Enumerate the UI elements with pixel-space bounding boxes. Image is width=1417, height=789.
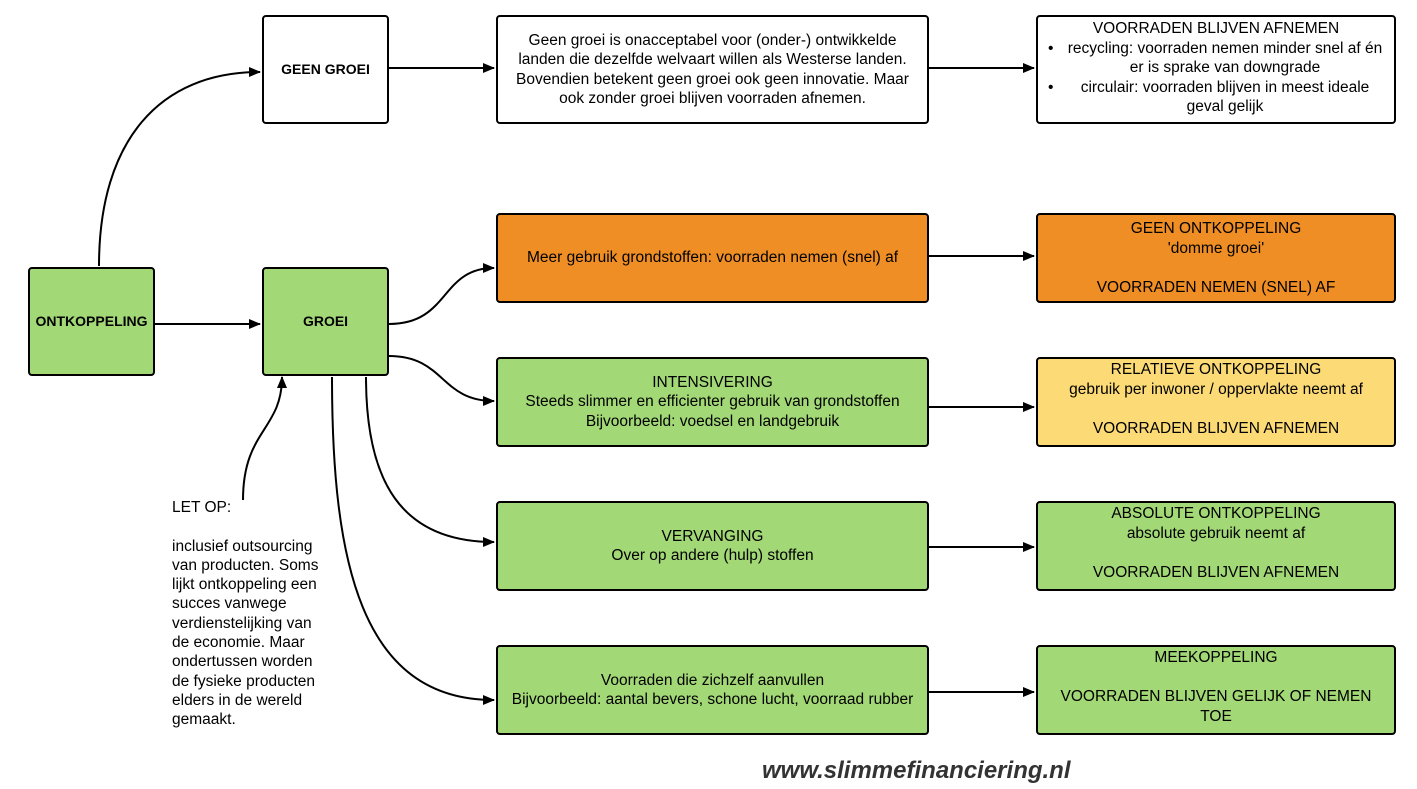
node-intensivering: INTENSIVERING Steeds slimmer en efficien… <box>496 357 929 447</box>
node-meekoppeling: MEEKOPPELING VOORRADEN BLIJVEN GELIJK OF… <box>1036 645 1396 735</box>
node-subtitle: absolute gebruik neemt af <box>1126 524 1306 542</box>
edge-groei-intensivering <box>388 355 495 406</box>
footer-website: www.slimmefinanciering.nl <box>762 757 1071 784</box>
edge-groei-meer-gebruik <box>388 263 495 325</box>
node-title: VERVANGING <box>661 527 764 545</box>
node-vervanging: VERVANGING Over op andere (hulp) stoffen <box>496 501 929 591</box>
node-subtitle: gebruik per inwoner / oppervlakte neemt … <box>1069 380 1363 398</box>
node-ontkoppeling: ONTKOPPELING <box>28 267 155 376</box>
node-text: Geen groei is onacceptabel voor (onder-)… <box>516 31 909 108</box>
bullet-list: recycling: voorraden nemen minder snel a… <box>1046 39 1386 117</box>
node-label: ONTKOPPELING <box>35 312 148 329</box>
node-subtitle: Over op andere (hulp) stoffen <box>611 547 814 564</box>
note-spacer <box>172 517 322 536</box>
note-heading: LET OP: <box>172 499 232 516</box>
node-conclusion: VOORRADEN BLIJVEN AFNEMEN <box>1092 563 1340 581</box>
node-text: Meer gebruik grondstoffen: voorraden nem… <box>526 249 899 267</box>
node-meer-gebruik: Meer gebruik grondstoffen: voorraden nem… <box>496 213 929 303</box>
node-title: VOORRADEN BLIJVEN AFNEMEN <box>1092 20 1340 37</box>
bullet-item: recycling: voorraden nemen minder snel a… <box>1046 39 1386 78</box>
edge-groei-vervanging <box>365 376 495 547</box>
node-geen-ontkoppeling: GEEN ONTKOPPELING 'domme groei' VOORRADE… <box>1036 213 1396 303</box>
node-example: Bijvoorbeeld: aantal bevers, schone luch… <box>511 691 914 708</box>
edge-note-groei <box>242 376 287 501</box>
note-body: inclusief outsourcing van producten. Som… <box>172 537 319 729</box>
node-title: INTENSIVERING <box>652 373 773 391</box>
node-voorraden-blijven-afnemen: VOORRADEN BLIJVEN AFNEMEN recycling: voo… <box>1036 15 1396 124</box>
bullet-item: circulair: voorraden blijven in meest id… <box>1046 78 1386 117</box>
node-conclusion: VOORRADEN BLIJVEN AFNEMEN <box>1092 419 1340 437</box>
node-label: GROEI <box>302 312 349 329</box>
node-title: MEEKOPPELING <box>1154 649 1278 666</box>
node-groei: GROEI <box>262 267 389 376</box>
node-subtitle: 'domme groei' <box>1167 239 1265 257</box>
node-title: GEEN ONTKOPPELING <box>1130 220 1302 237</box>
node-voorraden-aanvullen: Voorraden die zichzelf aanvullen Bijvoor… <box>496 645 929 735</box>
node-subtitle: Steeds slimmer en efficienter gebruik va… <box>525 393 900 411</box>
edge-ontkoppeling-geen-groei <box>98 67 261 267</box>
node-conclusion: VOORRADEN NEMEN (SNEL) AF <box>1096 278 1336 296</box>
node-title: RELATIEVE ONTKOPPELING <box>1110 361 1322 378</box>
node-title: ABSOLUTE ONTKOPPELING <box>1111 505 1321 522</box>
node-relatieve-ontkoppeling: RELATIEVE ONTKOPPELING gebruik per inwon… <box>1036 357 1396 447</box>
node-example: Bijvoorbeeld: voedsel en landgebruik <box>585 412 840 430</box>
node-conclusion: VOORRADEN BLIJVEN GELIJK OF NEMEN TOE <box>1060 688 1372 725</box>
node-title: Voorraden die zichzelf aanvullen <box>600 671 825 689</box>
node-geen-groei-uitleg: Geen groei is onacceptabel voor (onder-)… <box>496 15 929 124</box>
node-label: GEEN GROEI <box>281 60 370 77</box>
node-absolute-ontkoppeling: ABSOLUTE ONTKOPPELING absolute gebruik n… <box>1036 501 1396 591</box>
note-let-op: LET OP: inclusief outsourcing van produc… <box>172 498 322 730</box>
edge-groei-aanvullen <box>331 376 495 705</box>
node-geen-groei: GEEN GROEI <box>262 15 389 124</box>
